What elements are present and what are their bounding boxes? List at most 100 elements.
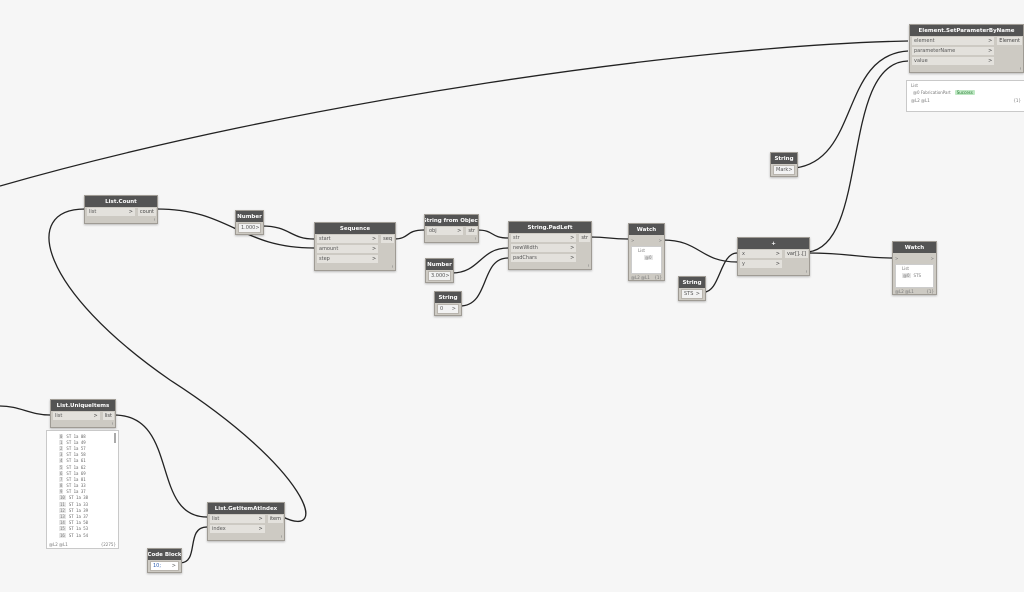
node-string-padleft[interactable]: String.PadLeft str> newWidth> padChars> … [508,221,592,270]
port-y[interactable]: y> [740,260,782,268]
code-text: 10; [153,563,162,569]
wire-seq-obj[interactable] [393,229,425,240]
node-title[interactable]: String from Object [425,215,478,226]
list-item-index: 13 [59,514,66,520]
port-var-out[interactable]: var[]..[] [784,250,808,258]
port-element-out[interactable]: Element [997,37,1022,45]
node-plus[interactable]: + x> y> var[]..[] ⁞ [737,237,810,276]
node-list-count[interactable]: List.Count list> count ⁞ [84,195,158,224]
wire-watch-plus[interactable] [662,239,738,263]
wire-zero-pad[interactable] [459,257,509,307]
port-step[interactable]: step> [317,255,379,263]
node-title[interactable]: List.UniqueItems [51,400,115,411]
list-item-index: 11 [59,501,66,507]
port-value[interactable]: value> [912,57,995,65]
port-str-out[interactable]: str [579,234,590,242]
list-item-value: ST 1a 81 [66,476,86,482]
node-title[interactable]: String [771,153,797,164]
node-title[interactable]: String [679,277,705,288]
node-sequence[interactable]: Sequence start> amount> step> seq ⁞ [314,222,396,271]
wire-number2-width[interactable] [451,247,509,274]
node-title[interactable]: Number [236,211,263,222]
watch-output[interactable]: > [658,237,662,243]
node-string-sts[interactable]: String STS> [678,276,706,301]
wire-plus-value[interactable] [807,60,909,253]
node-string-zero[interactable]: String 0> [434,291,462,316]
watch-input[interactable]: > [631,237,635,243]
port-list[interactable]: list> [87,208,135,216]
node-title[interactable]: String.PadLeft [509,222,591,233]
wire-to-element[interactable] [0,40,909,187]
node-code-block[interactable]: Code Block 10;> [147,548,182,573]
node-watch-1[interactable]: Watch > > List @0 @L2 @L1 {1} [628,223,665,281]
node-title[interactable]: + [738,238,809,249]
port-parameter-name[interactable]: parameterName> [912,47,995,55]
node-list-get-item-at-index[interactable]: List.GetItemAtIndex list> index> item ⁞ [207,502,285,541]
number-input[interactable]: 1.000> [238,223,261,233]
port-label: list [212,516,220,522]
port-seq-out[interactable]: seq [381,235,394,243]
node-list-unique-items[interactable]: List.UniqueItems list> list ⁞ [50,399,116,428]
port-index[interactable]: index> [210,525,265,533]
port-str-out[interactable]: str [466,227,477,235]
port-item-out[interactable]: item [267,515,283,523]
node-string-from-object[interactable]: String from Object obj> str ⁞ [424,214,479,243]
port-obj[interactable]: obj> [427,227,464,235]
wire-string-mark[interactable] [794,50,909,169]
node-title[interactable]: Watch [629,224,664,235]
wire-unique-getitem[interactable] [113,414,208,518]
node-title[interactable]: Watch [893,242,936,253]
list-item-index: 10 [59,495,66,501]
node-title[interactable]: Sequence [315,223,395,234]
port-list[interactable]: list> [53,412,100,420]
wire-code-index[interactable] [179,526,208,564]
node-string-mark[interactable]: String Mark> [770,152,798,177]
port-pad-chars[interactable]: padChars> [511,254,577,262]
port-list[interactable]: list> [210,515,265,523]
list-scrollbar[interactable] [114,433,116,443]
wire-number-start[interactable] [261,225,315,240]
wire-padleft-watch[interactable] [589,236,629,240]
node-title[interactable]: List.GetItemAtIndex [208,503,284,514]
node-title[interactable]: String [435,292,461,303]
port-count-out[interactable]: count [137,208,156,216]
port-amount[interactable]: amount> [317,245,379,253]
port-start[interactable]: start> [317,235,379,243]
port-str[interactable]: str> [511,234,577,242]
port-label: amount [319,246,339,252]
wire-left-unique[interactable] [0,405,51,416]
node-number-1[interactable]: Number 1.000> [235,210,264,235]
list-item-index: 14 [59,520,66,526]
list-item-value: ST 1a 08 [66,433,86,439]
node-title[interactable]: Number [426,259,453,270]
port-label: y [742,261,745,267]
port-new-width[interactable]: newWidth> [511,244,577,252]
string-input[interactable]: Mark> [773,165,795,175]
wire-plus-watch2[interactable] [807,252,893,259]
node-number-2[interactable]: Number 3.000> [425,258,454,283]
code-editor[interactable]: 10;> [150,561,179,571]
port-element[interactable]: element> [912,37,995,45]
wire-strobj-padleft[interactable] [476,229,509,239]
port-label: x [742,251,745,257]
list-item-value: ST 1a 50 [68,520,89,526]
node-title[interactable]: Code Block [148,549,181,560]
port-x[interactable]: x> [740,250,782,258]
string-input[interactable]: STS> [681,289,703,299]
node-set-parameter-by-name[interactable]: Element.SetParameterByName element> para… [909,24,1024,73]
port-list-out[interactable]: list [102,412,114,420]
node-title[interactable]: List.Count [85,196,157,207]
string-input[interactable]: 0> [437,304,459,314]
port-label: list [89,209,97,215]
node-title[interactable]: Element.SetParameterByName [910,25,1023,36]
wire-listcount-loop[interactable] [48,208,307,522]
wire-sts-plus[interactable] [703,252,738,293]
port-label: value [914,58,928,64]
number-input[interactable]: 3.000> [428,271,451,281]
